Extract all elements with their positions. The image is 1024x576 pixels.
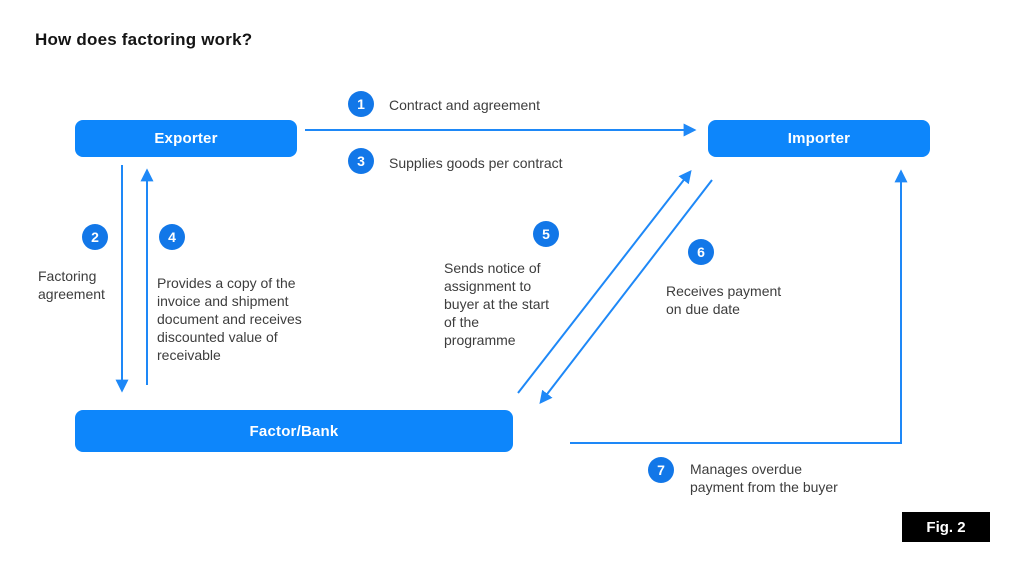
- factor-bank-node: Factor/Bank: [75, 410, 513, 452]
- step-1-badge: 1: [348, 91, 374, 117]
- step-6-badge: 6: [688, 239, 714, 265]
- arrow-importer-to-factor-diagonal-icon: [539, 179, 713, 405]
- exporter-node: Exporter: [75, 120, 297, 157]
- step-1-label: Contract and agreement: [389, 97, 540, 113]
- step-7-badge: 7: [648, 457, 674, 483]
- page-title: How does factoring work?: [35, 30, 253, 49]
- step-5-label: Sends notice of assignment to buyer at t…: [444, 260, 550, 348]
- arrow-factor-to-importer-diagonal-icon: [517, 169, 692, 394]
- step-2-label: Factoring agreement: [38, 268, 105, 302]
- step-3-label: Supplies goods per contract: [389, 155, 563, 171]
- step-4-label: Provides a copy of the invoice and shipm…: [157, 275, 302, 363]
- step-5-badge: 5: [533, 221, 559, 247]
- step-4-badge: 4: [159, 224, 185, 250]
- step-3-badge: 3: [348, 148, 374, 174]
- step-2-badge: 2: [82, 224, 108, 250]
- step-6-label: Receives payment on due date: [666, 283, 782, 317]
- arrow-factor-to-importer-overdue-icon: [570, 169, 908, 444]
- step-7-label: Manages overdue payment from the buyer: [690, 461, 838, 495]
- figure-label: Fig. 2: [902, 512, 990, 542]
- importer-node: Importer: [708, 120, 930, 157]
